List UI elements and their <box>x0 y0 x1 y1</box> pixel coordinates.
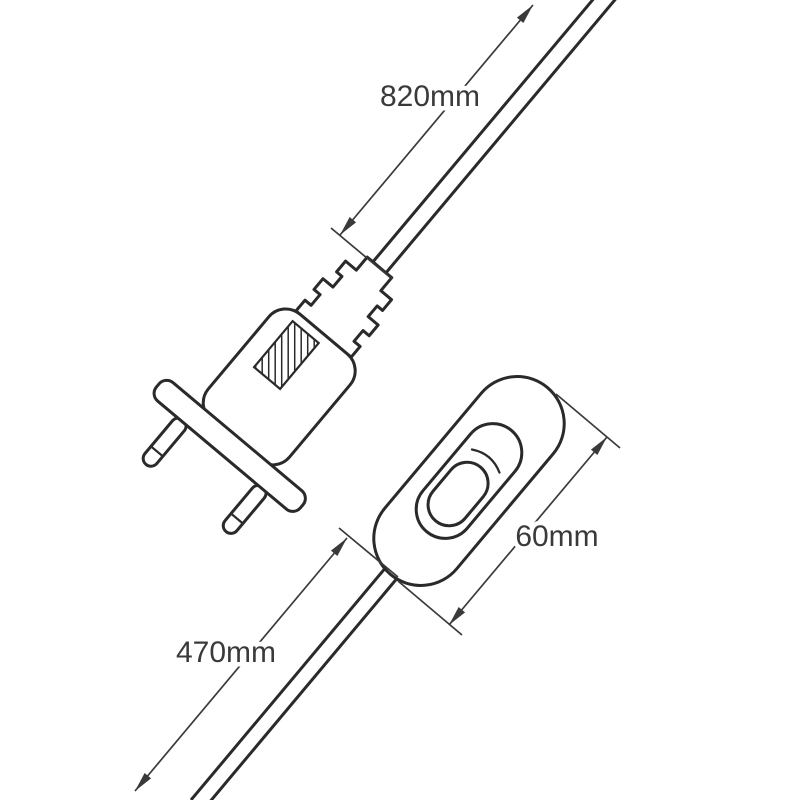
cable-lower-edge <box>209 575 401 800</box>
dimension-line <box>134 537 348 792</box>
extension-line <box>338 527 399 578</box>
dimension-label-820mm: 820mm <box>380 80 480 113</box>
power-cable-upper <box>370 0 617 275</box>
dimension-60mm: 60mm <box>397 393 621 636</box>
eu-plug <box>141 255 394 535</box>
dimension-470mm: 470mm <box>134 527 399 792</box>
cable-lower-edge <box>189 565 389 800</box>
extension-line <box>330 227 393 280</box>
strain-relief <box>294 255 394 359</box>
dimension-820mm: 820mm <box>330 4 534 280</box>
dimension-line <box>339 4 534 236</box>
extension-line <box>397 580 463 636</box>
pin-tip-line <box>149 445 164 458</box>
cable-upper-edge <box>383 0 617 275</box>
dimension-label-470mm: 470mm <box>176 636 276 669</box>
plug-label-patch <box>252 319 321 391</box>
inline-switch <box>372 375 566 587</box>
pin-tip-line <box>229 512 245 525</box>
dimension-label-60mm: 60mm <box>515 520 598 553</box>
cable-upper-edge <box>370 0 595 264</box>
plug-flange <box>152 378 307 513</box>
extension-line <box>555 393 621 449</box>
dimension-line <box>448 436 608 626</box>
